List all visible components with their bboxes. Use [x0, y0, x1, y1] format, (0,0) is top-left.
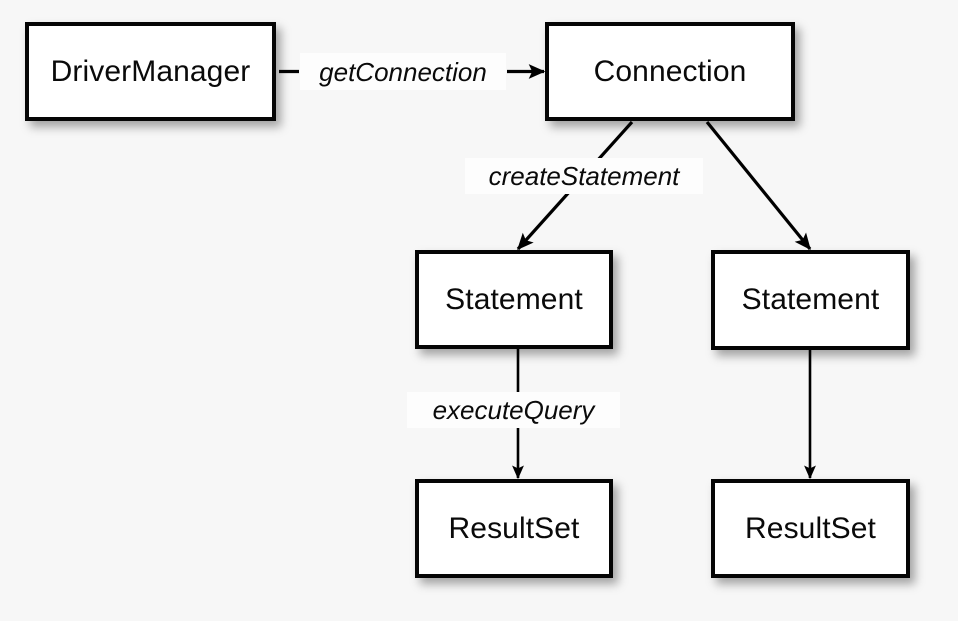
node-connection-label: Connection: [593, 54, 747, 88]
node-drivermanager-label: DriverManager: [50, 54, 251, 88]
node-resultset-1-label: ResultSet: [448, 511, 580, 545]
edge-label-executequery: executeQuery: [407, 392, 620, 428]
node-statement-2-label: Statement: [741, 283, 880, 316]
node-resultset-1[interactable]: ResultSet: [415, 479, 613, 578]
node-resultset-2-label: ResultSet: [745, 511, 876, 545]
node-statement-1[interactable]: Statement: [415, 250, 613, 349]
node-statement-1-label: Statement: [445, 282, 583, 316]
node-statement-2[interactable]: Statement: [711, 250, 910, 350]
node-drivermanager[interactable]: DriverManager: [25, 22, 276, 121]
edge-label-createstatement: createStatement: [465, 158, 703, 194]
edge-label-getconnection: getConnection: [300, 53, 506, 90]
edge-connection-to-statement-2: [705, 120, 812, 251]
node-connection[interactable]: Connection: [545, 22, 795, 121]
node-resultset-2[interactable]: ResultSet: [711, 479, 910, 578]
